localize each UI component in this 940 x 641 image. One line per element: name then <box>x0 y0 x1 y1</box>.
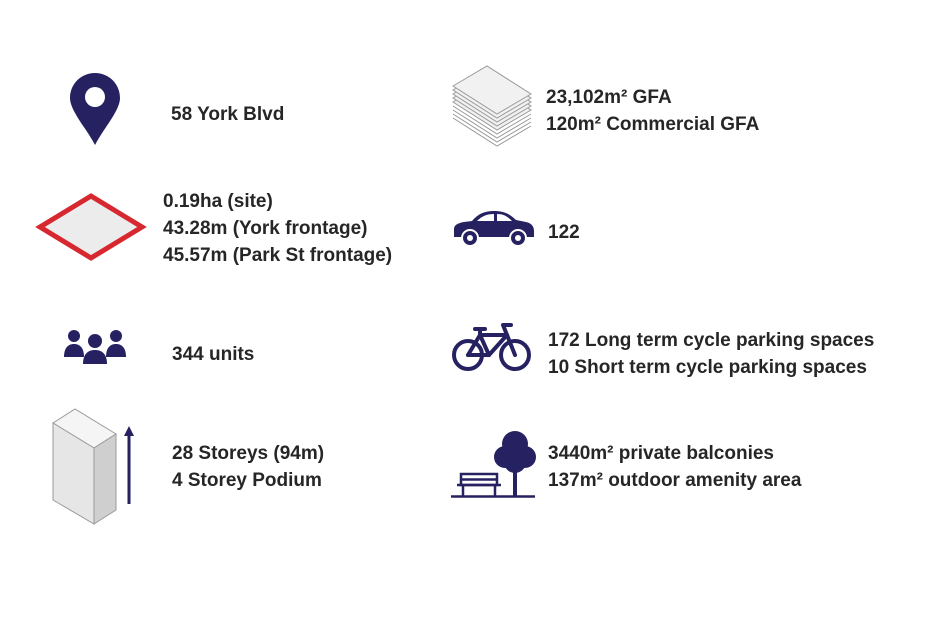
short-term-bikes-line: 10 Short term cycle parking spaces <box>548 357 867 378</box>
site-york-frontage-line: 43.28m (York frontage) <box>163 218 368 239</box>
gfa-text: 23,102m² GFA 120m² Commercial GFA <box>546 84 759 138</box>
long-term-bikes-line: 172 Long term cycle parking spaces <box>548 330 875 351</box>
commercial-gfa-line: 120m² Commercial GFA <box>546 114 760 135</box>
people-group-icon <box>64 330 126 364</box>
parking-count-line: 122 <box>548 222 580 243</box>
address-text: 58 York Blvd <box>171 101 284 128</box>
podium-line: 4 Storey Podium <box>172 470 322 491</box>
building-height-icon <box>52 408 134 525</box>
balconies-line: 3440m² private balconies <box>548 443 774 464</box>
park-bench-tree-icon <box>451 431 536 498</box>
site-diamond-icon <box>35 193 147 261</box>
site-area-line: 0.19ha (site) <box>163 191 273 212</box>
car-icon <box>454 211 534 247</box>
parking-text: 122 <box>548 219 580 246</box>
site-text: 0.19ha (site) 43.28m (York frontage) 45.… <box>163 188 392 269</box>
units-line: 344 units <box>172 344 255 365</box>
site-park-frontage-line: 45.57m (Park St frontage) <box>163 245 393 266</box>
height-text: 28 Storeys (94m) 4 Storey Podium <box>172 440 324 494</box>
address-line: 58 York Blvd <box>171 104 285 125</box>
bikes-text: 172 Long term cycle parking spaces 10 Sh… <box>548 327 874 381</box>
bicycle-icon <box>452 323 531 371</box>
units-text: 344 units <box>172 341 254 368</box>
outdoor-amenity-line: 137m² outdoor amenity area <box>548 470 802 491</box>
amenity-text: 3440m² private balconies 137m² outdoor a… <box>548 440 801 494</box>
map-pin-icon <box>70 73 120 145</box>
gfa-line: 23,102m² GFA <box>546 87 672 108</box>
floor-stack-icon <box>452 65 532 147</box>
storeys-line: 28 Storeys (94m) <box>172 443 325 464</box>
